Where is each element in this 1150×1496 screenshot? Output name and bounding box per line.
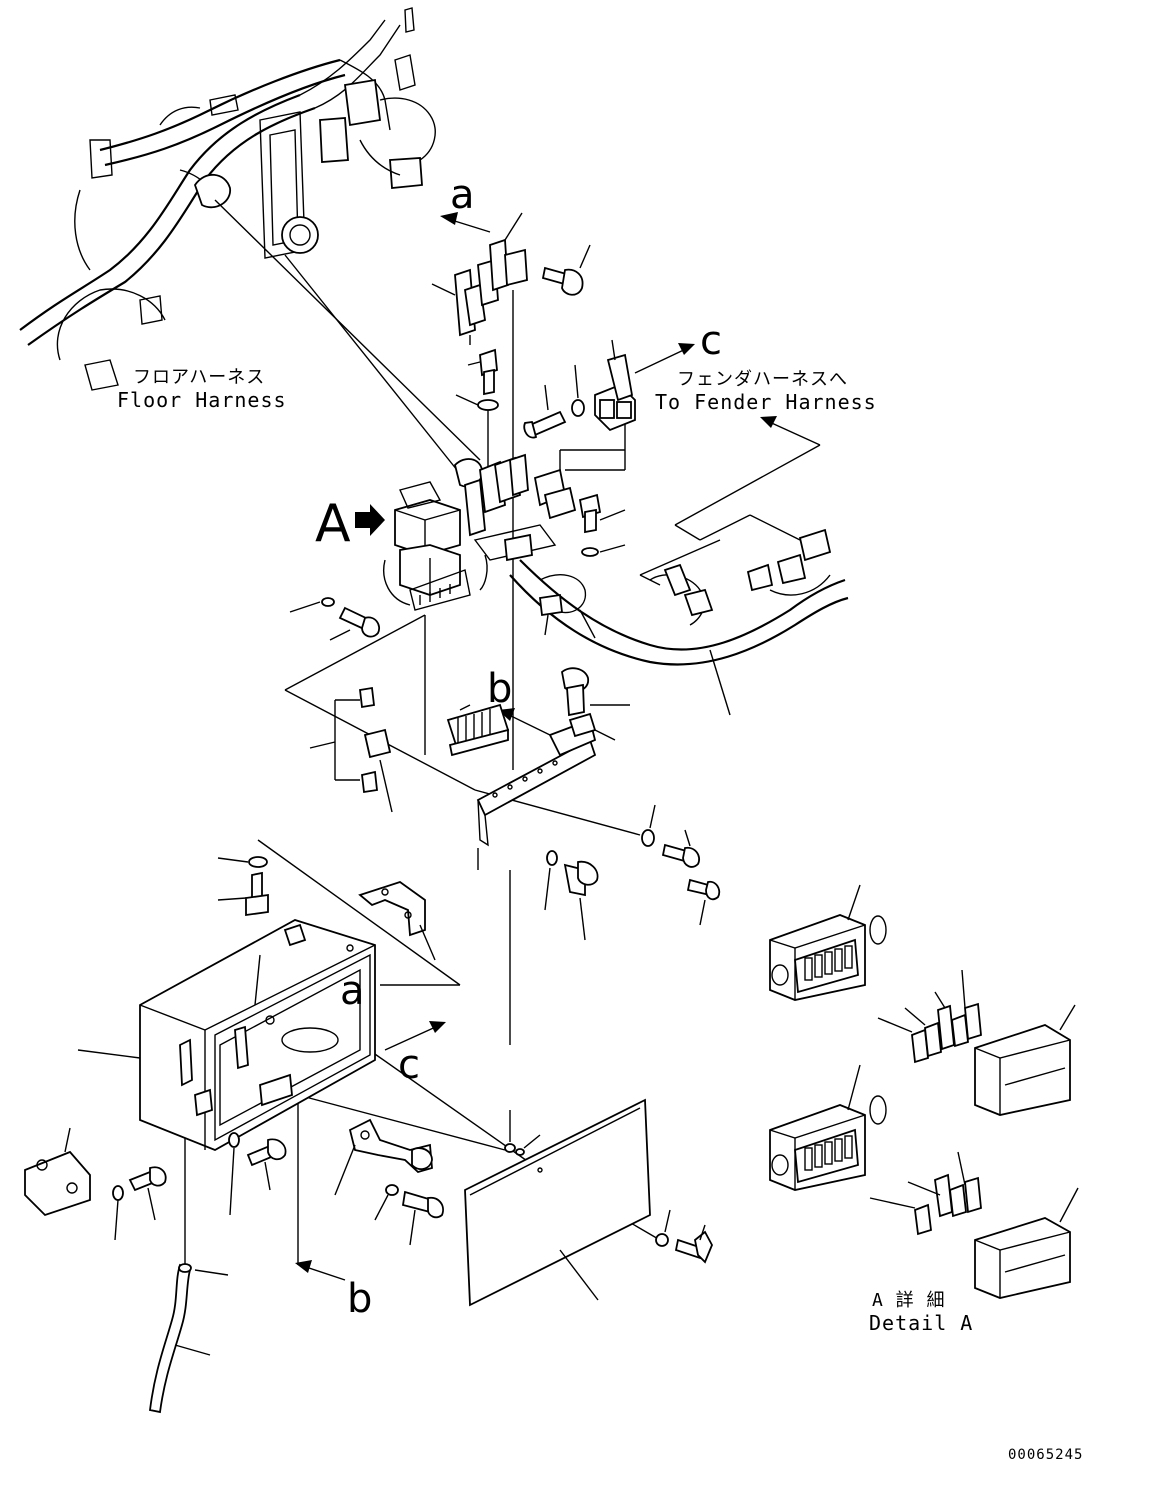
relay-fuse-block [383, 453, 577, 611]
bolt-left-lower [289, 597, 380, 641]
relay-right [594, 339, 636, 432]
ref-c-top: c [700, 318, 722, 364]
view-a-marker: A [315, 494, 351, 554]
bolts-box-lower [228, 1132, 287, 1216]
bracket-center [334, 1118, 444, 1246]
fuse-box-case [77, 919, 376, 1151]
detail-a-label-jp: A 詳 細 [872, 1290, 946, 1311]
ref-b-mid: b [487, 666, 513, 712]
floor-harness-label-jp: フロアハーネス [133, 367, 266, 388]
terminal-block [446, 703, 510, 757]
ref-b-bottom: b [347, 1276, 373, 1322]
cover-panel [464, 1098, 713, 1307]
fender-harness-label-jp: フェンダハーネスへ [677, 369, 848, 390]
bolt-bracket-top [561, 667, 630, 741]
bolt-top-right [541, 244, 591, 296]
drawing-number: 00065245 [1008, 1447, 1084, 1463]
ref-a-box: a [340, 968, 365, 1014]
detail-a-label-en: Detail A [869, 1311, 974, 1335]
ref-a-top: a [450, 172, 475, 218]
drain-hose [149, 1263, 229, 1414]
detail-a [769, 884, 1079, 1299]
bracket-left [24, 1127, 167, 1241]
relay-small-left [309, 686, 393, 813]
bracket-upper [283, 881, 436, 961]
bolts-box-top [217, 856, 269, 917]
bolt-with-washer [523, 364, 585, 439]
relay-group-top [431, 212, 528, 345]
fender-harness-label-en: To Fender Harness [655, 390, 877, 414]
bolt-vertical [455, 348, 499, 411]
ref-c-box: c [398, 1042, 420, 1088]
floor-harness-label-en: Floor Harness [117, 388, 287, 412]
bolt-vertical-right [578, 493, 626, 557]
floor-harness [19, 7, 436, 391]
fender-harness-cable [509, 528, 849, 716]
bolts-right-mid [544, 804, 721, 941]
